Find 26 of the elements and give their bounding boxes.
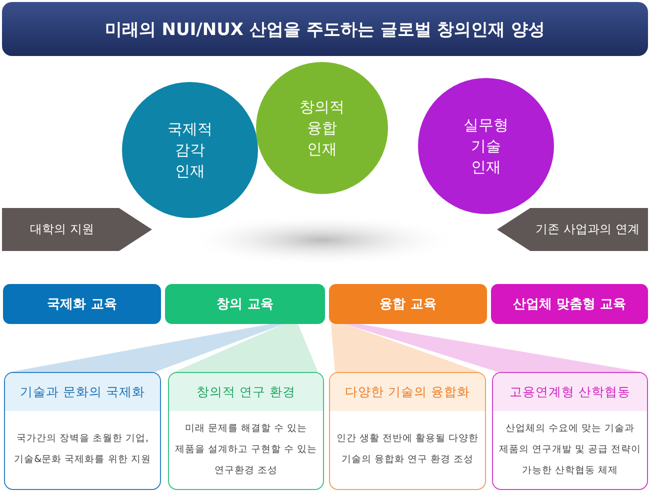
info-card <box>329 372 486 490</box>
card-body: 미래 문제를 해결할 수 있는 제품을 설계하고 구현할 수 있는 연구환경 조성 <box>174 422 318 478</box>
card-body: 인간 생활 전반에 활용될 다양한 기술의 융합화 연구 환경 조성 <box>335 432 480 467</box>
talent-circle: 창의적 융합 인재 <box>256 62 388 194</box>
info-card <box>4 372 161 490</box>
info-card <box>168 372 324 490</box>
arrow-banner: 대학의 지원 <box>2 208 152 251</box>
talent-circle: 국제적 감각 인재 <box>122 82 258 218</box>
connector-fan <box>331 324 480 372</box>
program-bar: 융합 교육 <box>329 284 487 324</box>
program-bar: 산업체 맞춤형 교육 <box>491 284 648 324</box>
connector-fan <box>174 324 318 372</box>
card-body: 국가간의 장벽을 초월한 기업, 기술&문화 국제화를 위한 지원 <box>13 432 152 467</box>
card-heading: 고용연계형 산학협동 <box>493 373 647 411</box>
program-bar: 창의 교육 <box>165 284 325 324</box>
talent-circle: 실무형 기술 인재 <box>418 78 554 214</box>
card-heading: 창의적 연구 환경 <box>169 373 323 411</box>
connector-fan <box>345 324 642 372</box>
card-heading: 다양한 기술의 융합화 <box>330 373 485 411</box>
card-body: 산업체의 수요에 맞는 기술과 제품의 연구개발 및 공급 전략이 가능한 산학협동 체제 <box>498 422 642 478</box>
title-banner: 미래의 NUI/NUX 산업을 주도하는 글로벌 창의인재 양성 <box>2 2 648 56</box>
connector-fan <box>10 324 284 372</box>
arrow-banner: 기존 사업과의 연계 <box>497 208 648 251</box>
info-card <box>492 372 648 490</box>
card-heading: 기술과 문화의 국제화 <box>5 373 160 411</box>
program-bar: 국제화 교육 <box>3 284 161 324</box>
